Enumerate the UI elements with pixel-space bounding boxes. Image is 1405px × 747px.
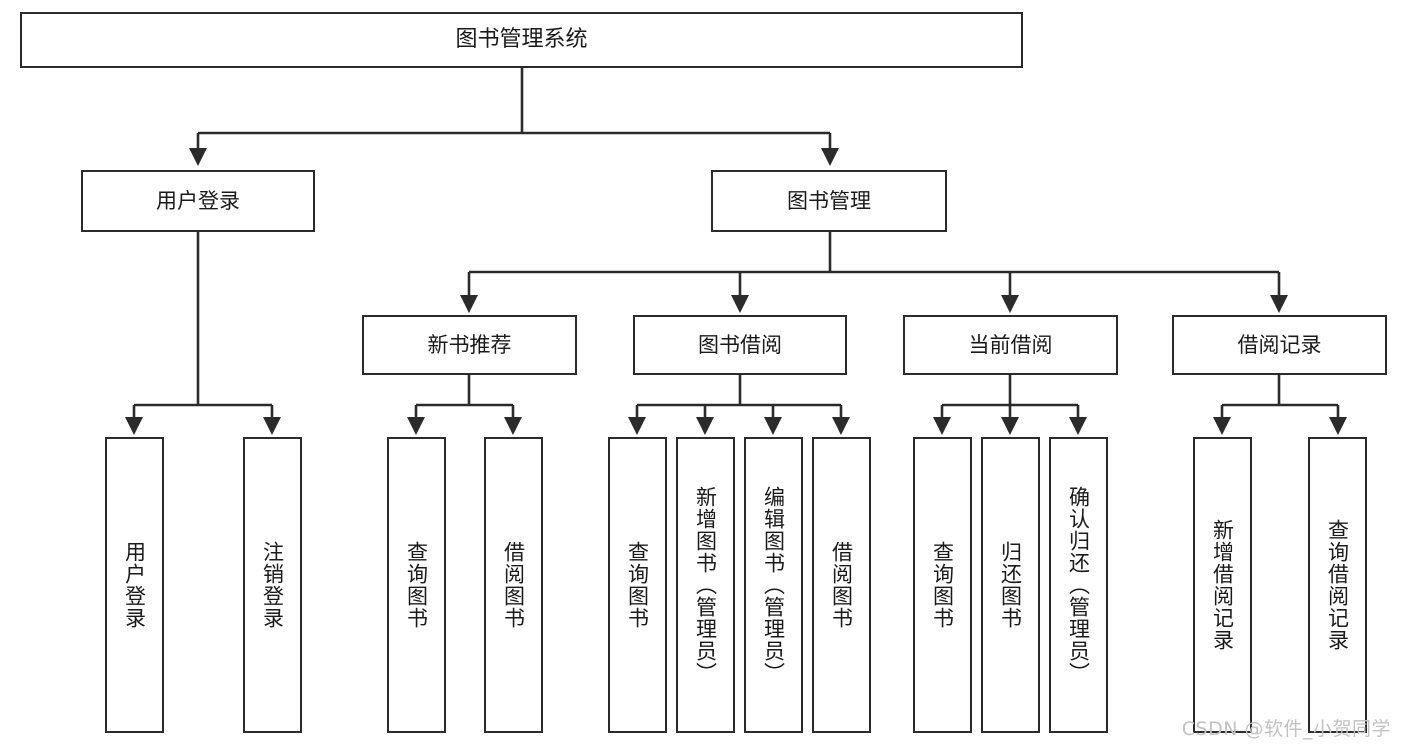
node-label: 借阅图书 [829, 541, 854, 629]
node-root-system[interactable]: 图书管理系统 [20, 12, 1023, 68]
node-label: 借阅图书 [501, 541, 526, 629]
node-book-borrow[interactable]: 图书借阅 [633, 315, 847, 375]
node-user-login[interactable]: 用户登录 [81, 170, 315, 232]
node-label: 图书管理 [787, 188, 871, 213]
node-label: 图书借阅 [698, 332, 782, 357]
node-label: 注销登录 [260, 541, 285, 629]
leaf-borrow-edit-book-admin[interactable]: 编辑图书（管理员） [744, 437, 803, 733]
node-label: 确认归还（管理员） [1066, 486, 1091, 684]
node-label: 编辑图书（管理员） [761, 486, 786, 684]
leaf-logout-login[interactable]: 注销登录 [243, 437, 302, 733]
leaf-current-query-book[interactable]: 查询图书 [913, 437, 972, 733]
leaf-borrow-query-book[interactable]: 查询图书 [608, 437, 667, 733]
node-label: 查询借阅记录 [1325, 519, 1350, 651]
node-label: 用户登录 [122, 541, 147, 629]
leaf-borrow-borrow-book[interactable]: 借阅图书 [812, 437, 871, 733]
node-current-borrow[interactable]: 当前借阅 [903, 315, 1118, 375]
node-label: 新书推荐 [427, 332, 512, 357]
node-book-management[interactable]: 图书管理 [711, 170, 947, 232]
leaf-recommend-borrow-book[interactable]: 借阅图书 [484, 437, 543, 733]
node-label: 用户登录 [156, 188, 240, 213]
leaf-current-return-book[interactable]: 归还图书 [981, 437, 1040, 733]
node-label: 借阅记录 [1237, 332, 1322, 357]
node-label: 查询图书 [404, 541, 429, 629]
leaf-record-query-record[interactable]: 查询借阅记录 [1308, 437, 1367, 733]
node-label: 图书管理系统 [455, 27, 588, 53]
leaf-record-add-record[interactable]: 新增借阅记录 [1193, 437, 1252, 733]
node-label: 查询图书 [930, 541, 955, 629]
leaf-current-confirm-return-admin[interactable]: 确认归还（管理员） [1049, 437, 1108, 733]
node-label: 当前借阅 [968, 332, 1053, 357]
node-new-book-recommend[interactable]: 新书推荐 [362, 315, 577, 375]
node-label: 新增借阅记录 [1210, 519, 1235, 651]
node-label: 查询图书 [625, 541, 650, 629]
node-label: 归还图书 [998, 541, 1023, 629]
node-label: 新增图书（管理员） [693, 486, 718, 684]
leaf-borrow-add-book-admin[interactable]: 新增图书（管理员） [676, 437, 735, 733]
leaf-user-login[interactable]: 用户登录 [105, 437, 164, 733]
node-borrow-record[interactable]: 借阅记录 [1172, 315, 1387, 375]
leaf-recommend-query-book[interactable]: 查询图书 [387, 437, 446, 733]
csdn-watermark: CSDN @软件_小贺同学 [1181, 718, 1391, 740]
